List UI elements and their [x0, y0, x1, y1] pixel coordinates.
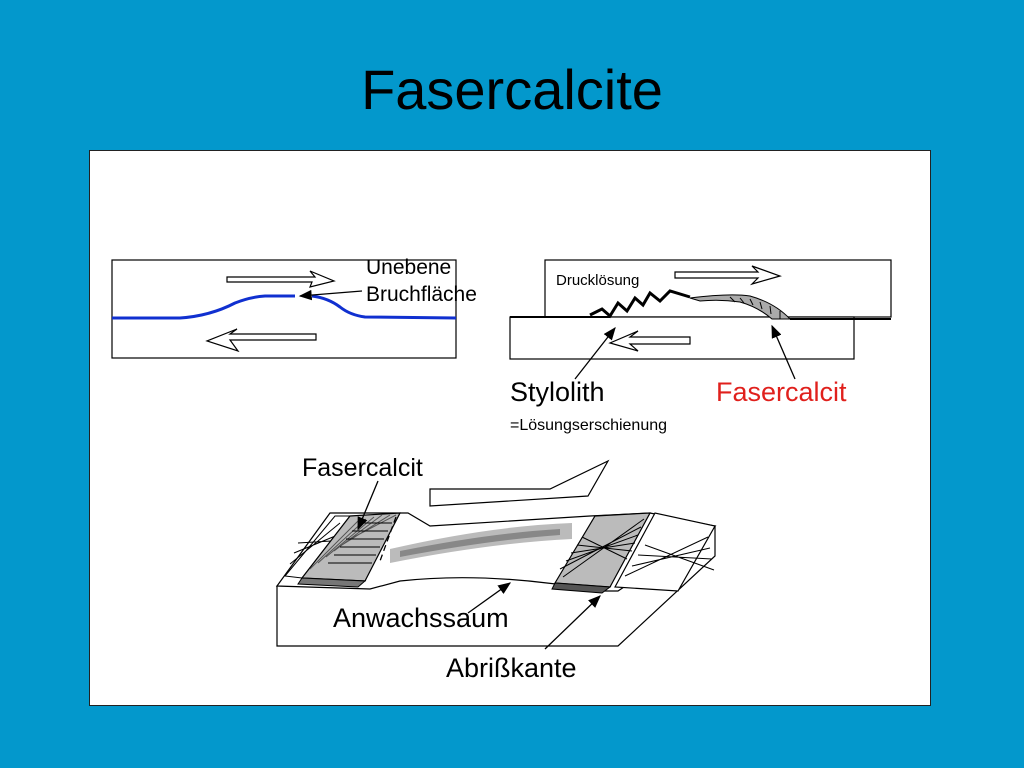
fiber-calcite-band	[689, 294, 792, 320]
label-abrisskante: Abrißkante	[446, 653, 577, 683]
label-stylolith: Stylolith	[510, 377, 605, 407]
label-unebene: Unebene	[366, 256, 451, 279]
figure-diagram: Unebene Bruchfläche Drucklösung Stylolit…	[111, 256, 892, 683]
fracture-line	[112, 294, 295, 320]
pointer-arrow-icon	[467, 582, 512, 614]
fault-line-dashed	[379, 516, 397, 562]
uneven-fracture-diagram: Unebene Bruchfläche	[111, 256, 477, 359]
upper-block	[544, 259, 892, 318]
slide-title: Fasercalcite	[361, 58, 663, 121]
label-fasercalcit-bottom: Fasercalcit	[302, 454, 423, 482]
label-fasercalcit-red: Fasercalcit	[716, 377, 847, 407]
central-dark-band	[400, 529, 560, 557]
shear-arrow-right-icon	[674, 265, 782, 286]
pointer-arrow-icon	[298, 289, 363, 301]
block-3d-diagram: Fasercalcit Anwachssaum Abrißkante	[275, 454, 717, 683]
figure-panel: Unebene Bruchfläche Drucklösung Stylolit…	[89, 150, 931, 706]
shear-arrow-left-icon	[205, 328, 317, 353]
pointer-arrow-icon	[357, 480, 379, 531]
shear-arrow-left-icon	[608, 330, 691, 352]
label-bruchflaeche: Bruchfläche	[366, 283, 477, 306]
pointer-arrow-icon	[544, 595, 601, 650]
fracture-block	[111, 259, 457, 359]
fracture-line-right	[311, 294, 457, 320]
stylolith-seam	[589, 289, 691, 319]
label-loesungserscheinung: =Lösungserschienung	[510, 417, 667, 434]
fiber-calcite-fibers	[729, 296, 781, 319]
pressure-solution-diagram: Drucklösung Stylolith =Lösungserschienun…	[509, 259, 892, 434]
anwachssaum-edge	[297, 577, 367, 588]
abrisskante-edge	[551, 582, 612, 594]
label-anwachssaum: Anwachssaum	[333, 603, 509, 633]
pointer-arrow-icon	[574, 326, 616, 380]
shear-arrow-right-icon	[226, 270, 336, 288]
upper-plate	[429, 459, 610, 507]
label-druckloesung: Drucklösung	[556, 272, 639, 289]
pointer-arrow-icon	[771, 324, 796, 380]
